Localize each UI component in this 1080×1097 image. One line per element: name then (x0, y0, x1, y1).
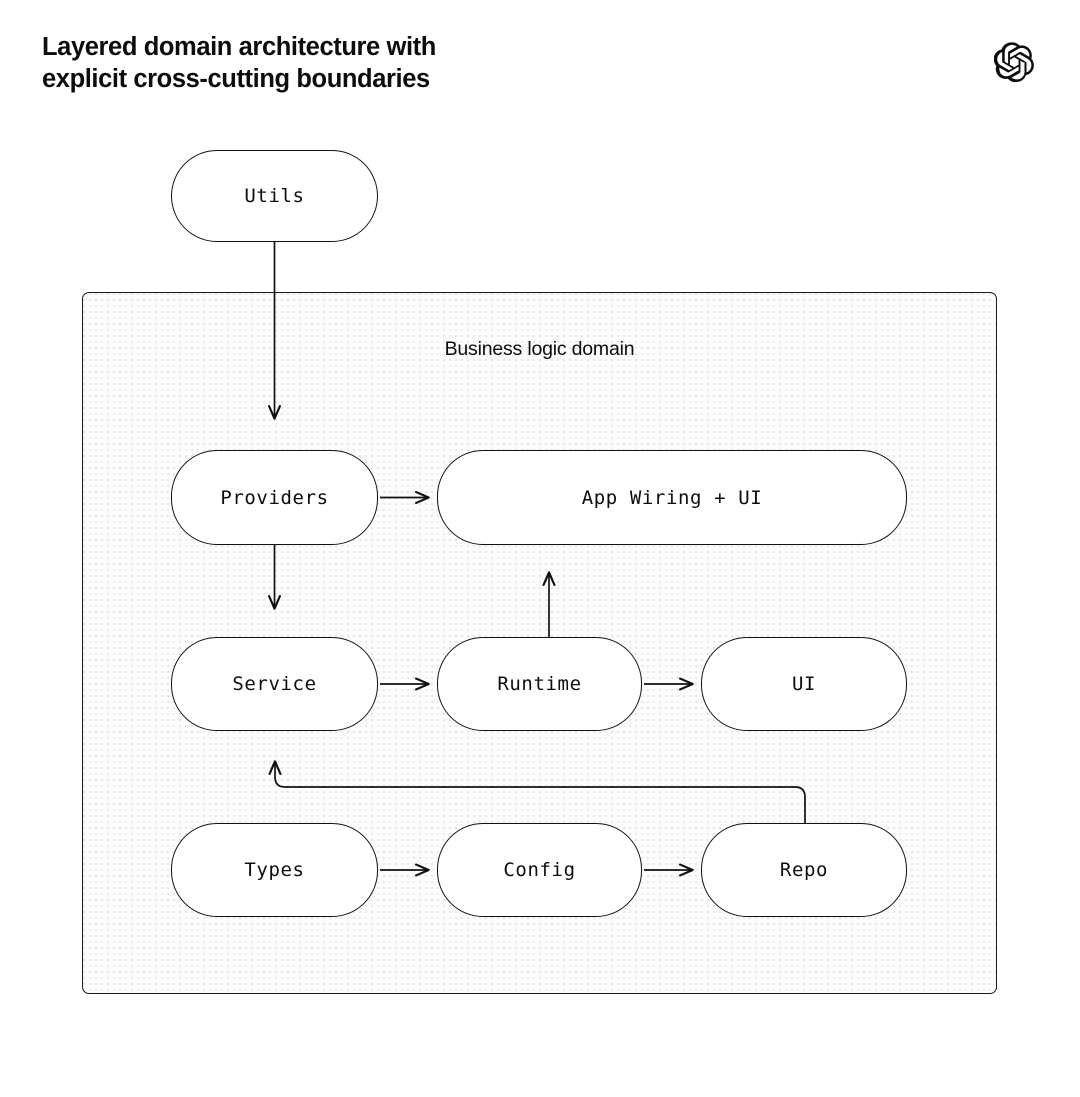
node-types-label: Types (244, 859, 305, 881)
node-ui-label: UI (791, 673, 817, 695)
node-config[interactable]: Config (437, 823, 642, 917)
node-utils[interactable]: Utils (171, 150, 378, 242)
node-app-wiring-ui-label: App Wiring + UI (581, 486, 763, 509)
node-utils-label: Utils (244, 185, 305, 207)
node-types[interactable]: Types (171, 823, 378, 917)
openai-logo-icon (993, 40, 1038, 84)
node-service[interactable]: Service (171, 637, 378, 731)
node-ui[interactable]: UI (701, 637, 907, 731)
page-title: Layered domain architecture with explici… (42, 33, 436, 93)
node-providers[interactable]: Providers (171, 450, 378, 545)
node-app-wiring-ui[interactable]: App Wiring + UI (437, 450, 907, 545)
node-runtime[interactable]: Runtime (437, 637, 642, 731)
node-service-label: Service (232, 673, 317, 695)
node-runtime-label: Runtime (497, 673, 582, 695)
node-repo[interactable]: Repo (701, 823, 907, 917)
node-providers-label: Providers (220, 486, 329, 509)
node-repo-label: Repo (779, 859, 829, 881)
business-logic-domain-label: Business logic domain (444, 338, 635, 360)
node-config-label: Config (503, 859, 576, 881)
